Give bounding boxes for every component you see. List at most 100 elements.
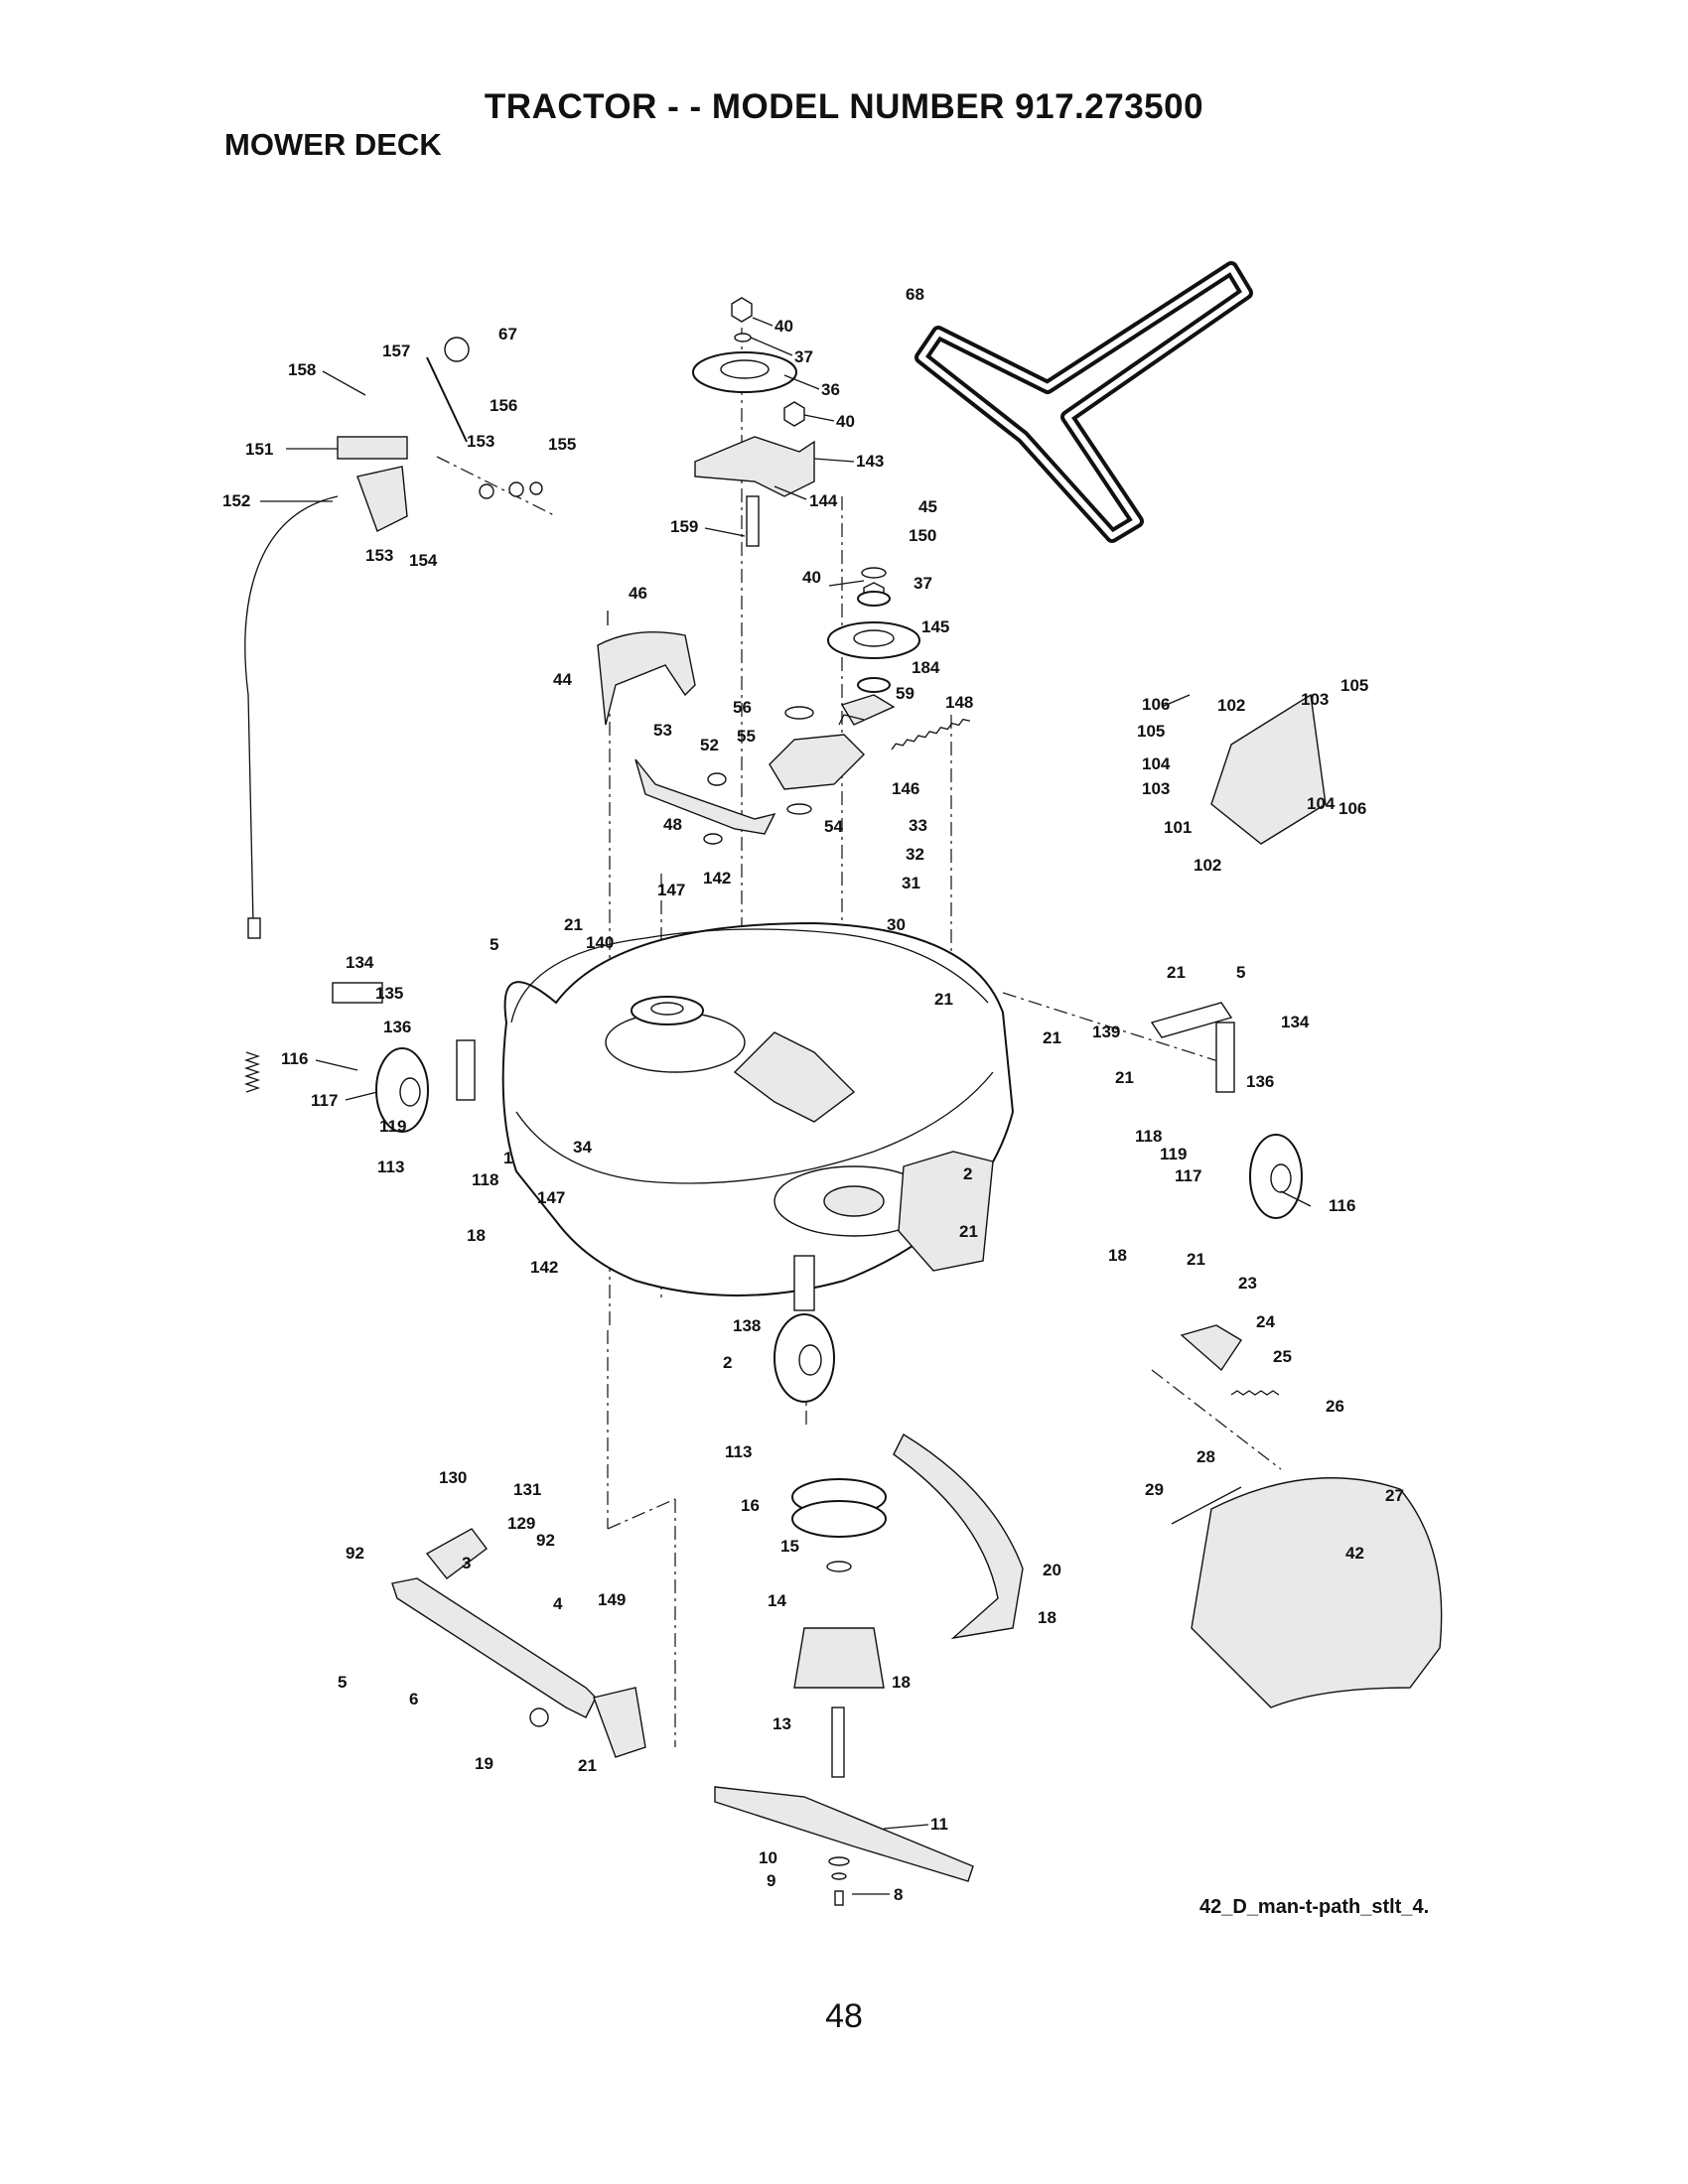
callout-33: 33 bbox=[909, 816, 927, 835]
callout-117: 117 bbox=[311, 1091, 338, 1110]
callout-40: 40 bbox=[774, 317, 793, 336]
callout-159: 159 bbox=[670, 517, 698, 536]
baffle bbox=[893, 1433, 1024, 1640]
callout-148: 148 bbox=[945, 693, 973, 712]
drive-belt bbox=[914, 261, 1253, 543]
diagram-id: 42_D_man-t-path_stlt_4. bbox=[1199, 1896, 1430, 1918]
callout-37: 37 bbox=[794, 347, 813, 366]
callout-154: 154 bbox=[409, 551, 438, 570]
lift-lever-assembly bbox=[243, 337, 543, 1093]
callout-48: 48 bbox=[663, 815, 682, 834]
callout-2: 2 bbox=[723, 1353, 732, 1372]
idler-pulley-assembly bbox=[692, 297, 815, 547]
callout-40: 40 bbox=[836, 412, 855, 431]
guard-logo-text: 42 bbox=[1345, 1544, 1364, 1563]
callout-92: 92 bbox=[346, 1544, 364, 1563]
callout-102: 102 bbox=[1217, 696, 1245, 715]
callout-106: 106 bbox=[1142, 695, 1170, 714]
discharge-guard: 42 bbox=[1171, 1477, 1443, 1708]
callout-14: 14 bbox=[768, 1591, 786, 1610]
callout-9: 9 bbox=[767, 1871, 775, 1890]
page-number: 48 bbox=[825, 1997, 863, 2035]
callout-67: 67 bbox=[498, 325, 517, 343]
callout-4: 4 bbox=[553, 1594, 563, 1613]
callout-6: 6 bbox=[409, 1690, 418, 1708]
blade-spindle bbox=[714, 1478, 974, 1906]
right-gauge-wheel bbox=[1150, 1002, 1303, 1219]
callout-104: 104 bbox=[1307, 794, 1336, 813]
lift-link bbox=[391, 1528, 646, 1758]
callout-149: 149 bbox=[598, 1590, 626, 1609]
belt-guide bbox=[597, 611, 696, 726]
callout-59: 59 bbox=[896, 684, 914, 703]
callout-55: 55 bbox=[737, 727, 756, 746]
callout-21: 21 bbox=[1167, 963, 1186, 982]
callout-156: 156 bbox=[490, 396, 517, 415]
callout-134: 134 bbox=[1281, 1013, 1310, 1031]
callout-101: 101 bbox=[1164, 818, 1192, 837]
callout-2: 2 bbox=[963, 1164, 972, 1183]
callout-184: 184 bbox=[912, 658, 940, 677]
callout-136: 136 bbox=[1246, 1072, 1274, 1091]
callout-18: 18 bbox=[892, 1673, 911, 1692]
callout-152: 152 bbox=[222, 491, 250, 510]
callout-32: 32 bbox=[906, 845, 924, 864]
callout-142: 142 bbox=[530, 1258, 558, 1277]
callout-53: 53 bbox=[653, 721, 672, 740]
callout-106: 106 bbox=[1338, 799, 1366, 818]
callout-138: 138 bbox=[733, 1316, 761, 1335]
callout-31: 31 bbox=[902, 874, 920, 892]
callout-119: 119 bbox=[1160, 1145, 1187, 1163]
callout-21: 21 bbox=[564, 915, 583, 934]
callout-68: 68 bbox=[906, 285, 924, 304]
callout-135: 135 bbox=[375, 984, 403, 1003]
callout-34: 34 bbox=[573, 1138, 592, 1157]
callout-117: 117 bbox=[1175, 1166, 1201, 1185]
callout-26: 26 bbox=[1326, 1397, 1344, 1416]
callout-5: 5 bbox=[490, 935, 498, 954]
callout-158: 158 bbox=[288, 360, 316, 379]
leader-lines bbox=[260, 317, 1312, 1895]
callout-25: 25 bbox=[1273, 1347, 1292, 1366]
callout-142: 142 bbox=[703, 869, 731, 887]
tension-spring bbox=[891, 718, 971, 751]
callout-18: 18 bbox=[1108, 1246, 1127, 1265]
callout-18: 18 bbox=[1038, 1608, 1056, 1627]
chute-bracket bbox=[1180, 1324, 1280, 1396]
callout-119: 119 bbox=[379, 1117, 406, 1136]
callout-20: 20 bbox=[1043, 1561, 1061, 1579]
callout-103: 103 bbox=[1142, 779, 1170, 798]
callout-21: 21 bbox=[934, 990, 953, 1009]
callout-5: 5 bbox=[338, 1673, 347, 1692]
callout-45: 45 bbox=[918, 497, 937, 516]
callout-153: 153 bbox=[467, 432, 494, 451]
callout-13: 13 bbox=[773, 1714, 791, 1733]
callout-155: 155 bbox=[548, 435, 576, 454]
callout-21: 21 bbox=[959, 1222, 978, 1241]
callout-147: 147 bbox=[537, 1188, 565, 1207]
callout-16: 16 bbox=[741, 1496, 760, 1515]
callout-3: 3 bbox=[462, 1554, 471, 1572]
callout-129: 129 bbox=[507, 1514, 535, 1533]
callout-92: 92 bbox=[536, 1531, 555, 1550]
callout-153: 153 bbox=[365, 546, 393, 565]
callout-10: 10 bbox=[759, 1848, 777, 1867]
callout-29: 29 bbox=[1145, 1480, 1164, 1499]
callout-144: 144 bbox=[809, 491, 838, 510]
callout-116: 116 bbox=[1329, 1196, 1355, 1215]
callout-151: 151 bbox=[245, 440, 273, 459]
callout-24: 24 bbox=[1256, 1312, 1275, 1331]
mower-deck bbox=[501, 921, 1015, 1311]
callout-56: 56 bbox=[733, 698, 752, 717]
callout-21: 21 bbox=[1115, 1068, 1134, 1087]
callout-102: 102 bbox=[1194, 856, 1221, 875]
callout-11: 11 bbox=[930, 1815, 948, 1834]
callout-147: 147 bbox=[657, 881, 685, 899]
callout-18: 18 bbox=[467, 1226, 486, 1245]
callout-145: 145 bbox=[921, 617, 949, 636]
callout-130: 130 bbox=[439, 1468, 467, 1487]
callout-143: 143 bbox=[856, 452, 884, 471]
left-gauge-wheel bbox=[332, 982, 476, 1133]
callout-8: 8 bbox=[894, 1885, 903, 1904]
